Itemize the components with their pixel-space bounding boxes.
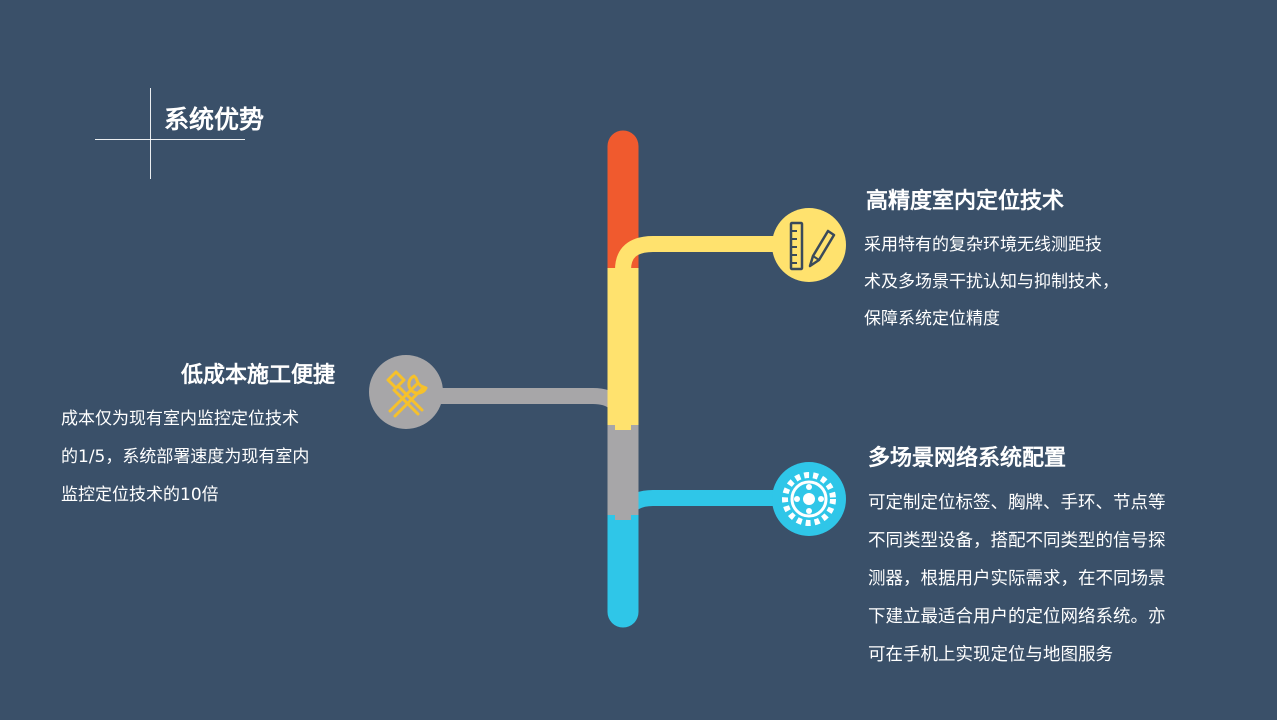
slide-title: 系统优势 xyxy=(164,105,265,134)
item-title-low-cost: 低成本施工便捷 xyxy=(180,363,335,388)
wrench-hammer-icon xyxy=(369,355,443,429)
item-title-multi-scene: 多场景网络系统配置 xyxy=(868,446,1067,471)
desc-line: 测器，根据用户实际需求，在不同场景 xyxy=(868,569,1166,589)
title-crosshair-vertical xyxy=(150,88,151,179)
desc-line: 术及多场景干扰认知与抑制技术， xyxy=(864,272,1119,292)
branch-gray xyxy=(440,388,631,520)
item-desc-multi-scene: 可定制定位标签、胸牌、手环、节点等 不同类型设备，搭配不同类型的信号探 测器，根… xyxy=(868,484,1166,674)
desc-line: 监控定位技术的10倍 xyxy=(61,485,219,505)
desc-line: 采用特有的复杂环境无线测距技 xyxy=(864,235,1102,255)
ruler-pencil-icon xyxy=(772,208,846,282)
item-title-precision: 高精度室内定位技术 xyxy=(866,189,1065,214)
title-crosshair-horizontal xyxy=(95,139,245,140)
item-desc-low-cost: 成本仅为现有室内监控定位技术 的1/5，系统部署速度为现有室内 监控定位技术的1… xyxy=(61,400,309,514)
branch-yellow xyxy=(615,236,790,430)
desc-line: 保障系统定位精度 xyxy=(864,309,1000,329)
desc-line: 下建立最适合用户的定位网络系统。亦 xyxy=(868,607,1166,627)
desc-line: 的1/5，系统部署速度为现有室内 xyxy=(61,447,310,467)
desc-line: 可定制定位标签、胸牌、手环、节点等 xyxy=(868,493,1166,513)
gear-icon xyxy=(772,462,846,536)
desc-line: 可在手机上实现定位与地图服务 xyxy=(868,645,1113,665)
branch-cyan xyxy=(615,490,790,610)
desc-line: 不同类型设备，搭配不同类型的信号探 xyxy=(868,531,1166,551)
desc-line: 成本仅为现有室内监控定位技术 xyxy=(61,409,299,429)
item-desc-precision: 采用特有的复杂环境无线测距技 术及多场景干扰认知与抑制技术， 保障系统定位精度 xyxy=(864,227,1119,338)
